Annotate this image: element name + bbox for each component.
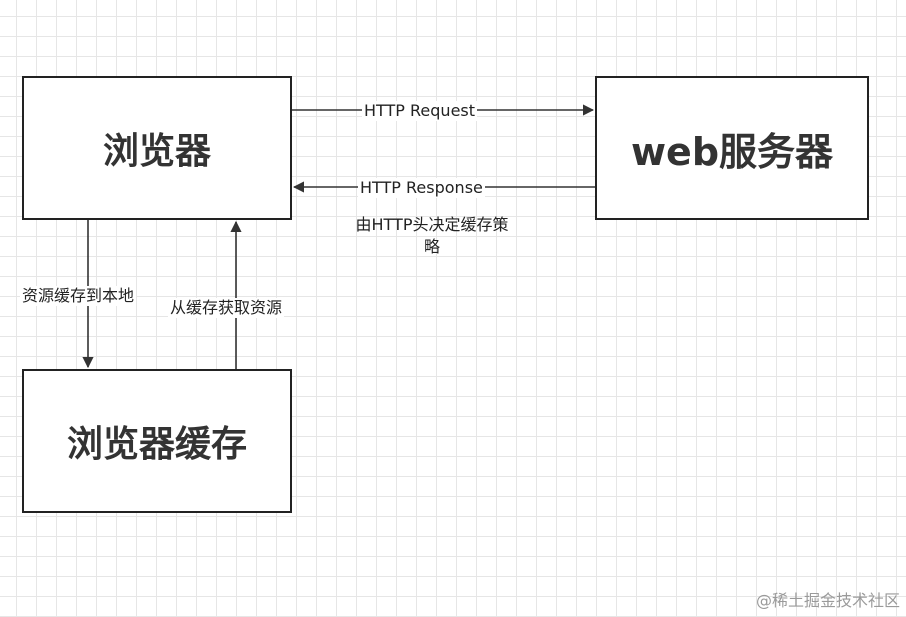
web-server-node[interactable]: web服务器 (595, 76, 869, 220)
fetch-edge-label: 从缓存获取资源 (168, 298, 285, 318)
response-edge-label: HTTP Response (358, 178, 485, 198)
cache-policy-note: 由HTTP头决定缓存策略 (355, 215, 509, 256)
browser-node-label: 浏览器 (102, 131, 211, 172)
request-edge-label: HTTP Request (362, 101, 478, 121)
watermark: @稀土掘金技术社区 (755, 591, 900, 610)
browser-cache-node-label: 浏览器缓存 (66, 424, 247, 465)
browser-node[interactable]: 浏览器 (22, 76, 292, 220)
store-edge-label: 资源缓存到本地 (20, 286, 137, 306)
web-server-node-label: web服务器 (630, 129, 834, 174)
browser-cache-node[interactable]: 浏览器缓存 (22, 369, 292, 513)
